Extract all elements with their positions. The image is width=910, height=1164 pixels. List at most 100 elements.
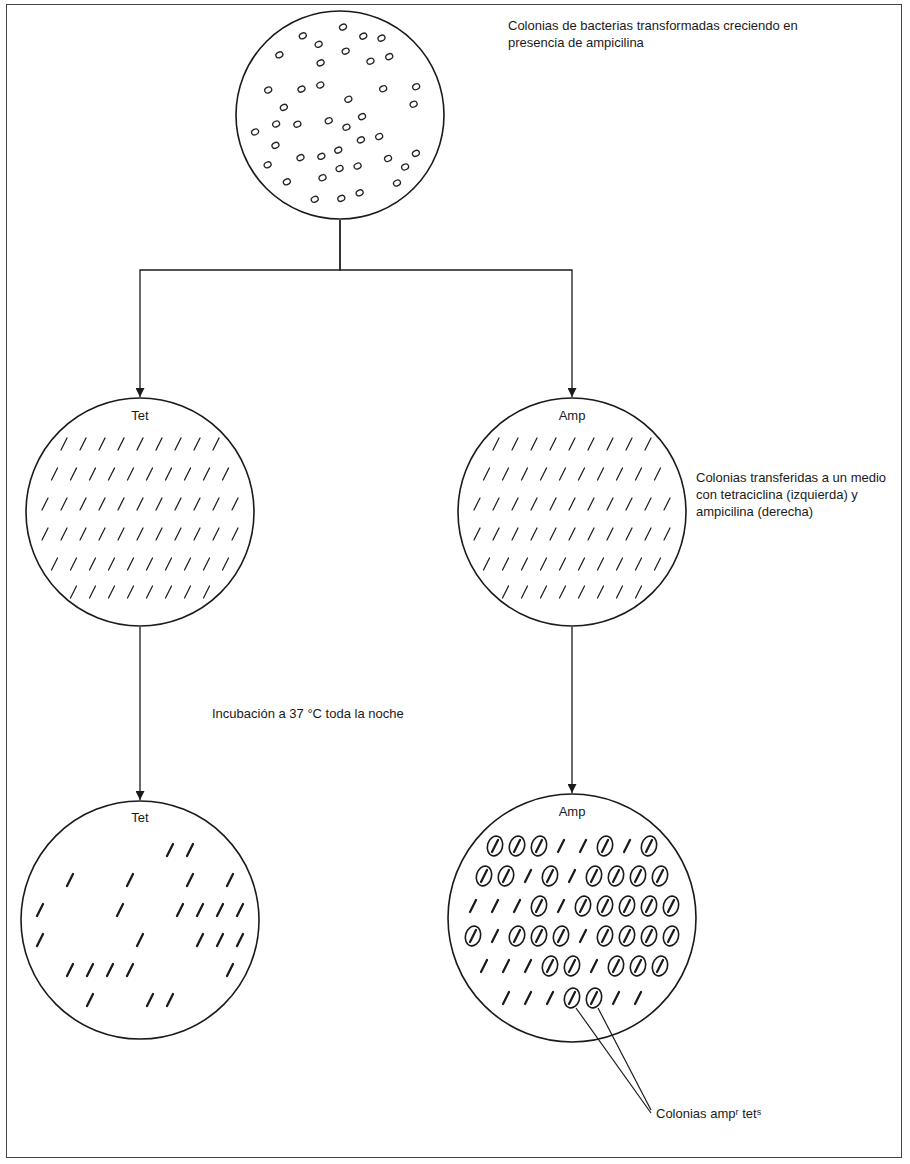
colony [335, 164, 344, 172]
circled-colony [650, 864, 670, 887]
circled-colony [507, 924, 527, 947]
colony-group [42, 438, 238, 598]
colony [569, 870, 575, 882]
colony [646, 930, 652, 942]
colony [324, 117, 333, 125]
colony [90, 558, 96, 570]
transfer-arrow [571, 627, 572, 793]
colony [607, 498, 613, 510]
petri-dish: Tet [20, 800, 260, 1040]
colony [591, 960, 597, 972]
colony [194, 498, 200, 510]
colony [617, 468, 623, 480]
colony [223, 558, 229, 570]
colony [598, 586, 604, 598]
colony [109, 558, 115, 570]
colony [80, 438, 86, 450]
circled-colony [540, 864, 560, 887]
medium-label: Tet [105, 408, 175, 425]
colony [636, 558, 642, 570]
circled-colony [606, 864, 626, 887]
colony [598, 558, 604, 570]
dish-outline [25, 397, 255, 627]
colony [598, 468, 604, 480]
colony [377, 34, 386, 42]
circled-colony [496, 864, 516, 887]
colony [531, 528, 537, 540]
colony [197, 934, 203, 946]
colony [147, 586, 153, 598]
colony [204, 586, 210, 598]
colony [558, 900, 564, 912]
colony [282, 178, 291, 186]
dish-rim [26, 398, 254, 626]
medium-label: Amp [537, 804, 607, 821]
circled-colony [595, 924, 615, 947]
colony [194, 528, 200, 540]
colony [558, 930, 564, 942]
colony [99, 438, 105, 450]
colony [342, 123, 351, 131]
colony [166, 586, 172, 598]
circled-colony [507, 834, 527, 857]
circled-colony [562, 954, 582, 977]
colony [514, 930, 520, 942]
colony [569, 498, 575, 510]
colony [147, 468, 153, 480]
colony [579, 468, 585, 480]
circled-colony [617, 924, 637, 947]
transfer-arrow [340, 220, 572, 397]
colony [525, 992, 531, 1004]
colony [213, 498, 219, 510]
colony [531, 498, 537, 510]
dish-rim [236, 11, 444, 219]
colony [127, 874, 133, 886]
colony [118, 528, 124, 540]
colony [128, 558, 134, 570]
circled-colony [639, 834, 659, 857]
dish-outline [20, 800, 260, 1040]
colony [298, 32, 307, 40]
colony [223, 468, 229, 480]
colony [339, 23, 348, 31]
colony [512, 528, 518, 540]
colony [117, 904, 123, 916]
circled-colony [595, 834, 615, 857]
colony [547, 960, 553, 972]
colony [541, 468, 547, 480]
colony [52, 558, 58, 570]
colony [314, 40, 323, 48]
colony [580, 930, 586, 942]
colony [61, 528, 67, 540]
dish-outline [447, 793, 697, 1043]
colony [251, 128, 260, 136]
colony [271, 141, 280, 149]
colony [522, 468, 528, 480]
colony [481, 870, 487, 882]
colony [187, 844, 193, 856]
frame [6, 4, 902, 1158]
colony [213, 528, 219, 540]
colony [99, 498, 105, 510]
colony [547, 870, 553, 882]
colony [137, 934, 143, 946]
colony [645, 498, 651, 510]
colony [493, 498, 499, 510]
colony [279, 103, 288, 111]
colony [536, 900, 542, 912]
colony [657, 870, 663, 882]
colony [626, 438, 632, 450]
colony [109, 468, 115, 480]
colony [591, 870, 597, 882]
medium-label: Amp [537, 408, 607, 425]
colony [503, 992, 509, 1004]
colony [318, 174, 327, 182]
colony [297, 85, 306, 93]
colony [67, 964, 73, 976]
colony [67, 874, 73, 886]
colony [90, 468, 96, 480]
colony [613, 960, 619, 972]
colony [197, 904, 203, 916]
colony [607, 438, 613, 450]
colony [541, 586, 547, 598]
